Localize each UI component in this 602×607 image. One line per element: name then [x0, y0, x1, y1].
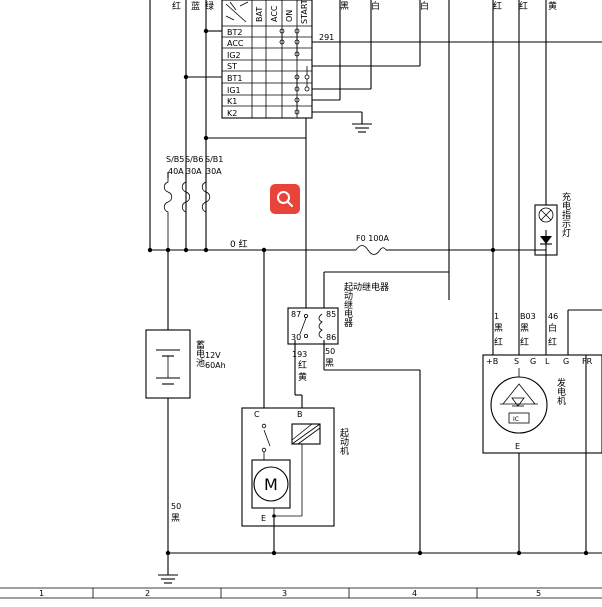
fuse-label-3: S/B1: [205, 155, 223, 164]
fuse-symbol-3: [201, 178, 211, 250]
alt-pin-g2: G: [563, 357, 569, 366]
grid-ruler: 1 2 3 4 5: [0, 587, 602, 599]
fuse-rating-3: 30A: [206, 167, 222, 176]
relay-pin-87: 87: [291, 310, 301, 319]
top-label-1: 红: [172, 0, 181, 12]
alt-pin-g1: G: [530, 357, 536, 366]
fuse-label-2: S/B6: [185, 155, 203, 164]
alt-wire-1-c1: 黑: [494, 323, 503, 334]
top-label-3: 绿: [205, 0, 214, 12]
wires: [149, 0, 602, 575]
magnifier-icon: [277, 191, 294, 208]
start-relay: 87 85 30 86 起动继电器 193 红 黄 50 黑: [287, 281, 389, 383]
alt-wire-2-c1: 黑: [520, 323, 529, 334]
switch-header-on: ON: [285, 10, 294, 22]
relay-name: 起动继电器: [344, 281, 389, 293]
alternator-name: 发电机: [555, 378, 565, 405]
grid-num-2: 2: [145, 589, 150, 598]
ground-wire-color: 黑: [171, 513, 180, 524]
alt-wire-2-num: B03: [520, 312, 536, 321]
alt-wire-2-c2: 红: [520, 336, 529, 348]
top-label-5: 白: [371, 0, 380, 12]
starter-name: 起动机: [338, 428, 348, 455]
switch-row-k2: K2: [227, 109, 237, 118]
wire-50-num: 50: [325, 347, 335, 356]
alt-pin-l: L: [545, 357, 550, 366]
alt-wire-3-num: 46: [548, 312, 558, 321]
main-fuse: F0 100A: [355, 234, 390, 255]
main-fuse-label: F0 100A: [356, 234, 390, 243]
alt-wire-3-c2: 红: [548, 336, 557, 348]
alternator-wire-labels: 1 黑 红 B03 黑 红 46 白 红: [494, 312, 558, 348]
switch-row-ig1: IG1: [227, 86, 241, 95]
starter-b: B: [297, 410, 303, 419]
relay-name-text: 起动继电器: [344, 281, 389, 293]
alt-pin-fr: FR: [582, 357, 593, 366]
alternator: +B S G L G FR IC E: [482, 354, 602, 454]
top-label-7: 红: [493, 0, 502, 12]
ground-symbol-battery: [158, 574, 178, 584]
top-label-2: 蓝: [191, 0, 200, 12]
wire-50-color: 黑: [325, 358, 334, 369]
ignition-switch-table: BAT ACC ON START BT2 ACC IG2 ST BT1 IG1 …: [221, 0, 313, 119]
top-label-6: 白: [420, 0, 429, 12]
alt-e: E: [515, 442, 520, 451]
alt-wire-1-num: 1: [494, 312, 499, 321]
switch-row-bt1: BT1: [227, 74, 242, 83]
alt-pin-s: S: [514, 357, 519, 366]
switch-row-st: ST: [227, 62, 237, 71]
wire-193-num: 193: [292, 350, 307, 359]
top-wire-labels: 红 蓝 绿 黑 白 白 红 红 黄: [172, 0, 557, 12]
wire-0-red-label: 0 红: [230, 238, 248, 250]
charge-lamp-name: 充电指示灯: [560, 192, 570, 237]
switch-row-acc: ACC: [227, 39, 244, 48]
charge-indicator-lamp: [534, 204, 558, 256]
switch-row-ig2: IG2: [227, 51, 241, 60]
zoom-button[interactable]: [270, 184, 300, 214]
alt-ic: IC: [513, 416, 519, 423]
fuse-rating-1: 40A: [168, 167, 184, 176]
fuse-rating-2: 30A: [186, 167, 202, 176]
alt-wire-1-c2: 红: [494, 336, 503, 348]
starter-m: M: [264, 475, 278, 494]
relay-name-vertical: 起动继电器: [342, 282, 352, 327]
grid-num-3: 3: [282, 589, 287, 598]
wire-291-label: 291: [319, 33, 334, 42]
switch-row-k1: K1: [227, 97, 237, 106]
relay-pin-86: 86: [326, 333, 336, 342]
top-label-8: 红: [519, 0, 528, 12]
starter-e: E: [261, 514, 266, 523]
starter-c: C: [254, 410, 260, 419]
alt-pin-b: +B: [486, 357, 498, 366]
battery-voltage: 12V: [205, 351, 221, 360]
fuse-symbol-1: [163, 178, 173, 250]
relay-pin-30: 30: [291, 333, 301, 342]
grid-num-1: 1: [39, 589, 44, 598]
battery-name: 蓄电池: [194, 340, 204, 367]
battery: 12V 60Ah: [145, 329, 226, 399]
switch-header-acc: ACC: [270, 5, 279, 22]
wire-193-color2: 黄: [298, 371, 307, 383]
grid-num-5: 5: [536, 589, 541, 598]
switch-header-start: START: [300, 0, 309, 24]
starter-motor: C B M E: [241, 407, 335, 527]
ground-symbol-switch: [352, 123, 372, 133]
fuse-group: S/B5 S/B6 S/B1 40A 30A 30A: [163, 155, 223, 250]
wire-193-color1: 红: [298, 359, 307, 371]
top-label-4: 黑: [340, 1, 349, 12]
fuse-label-1: S/B5: [166, 155, 184, 164]
alt-wire-3-c1: 白: [548, 322, 557, 334]
battery-capacity: 60Ah: [205, 361, 226, 370]
fuse-symbol-2: [181, 178, 191, 250]
ground-wire-num: 50: [171, 502, 181, 511]
relay-pin-85: 85: [326, 310, 336, 319]
switch-header-bat: BAT: [255, 7, 264, 22]
switch-row-bt2: BT2: [227, 28, 242, 37]
top-label-9: 黄: [548, 0, 557, 12]
grid-num-4: 4: [412, 589, 417, 598]
